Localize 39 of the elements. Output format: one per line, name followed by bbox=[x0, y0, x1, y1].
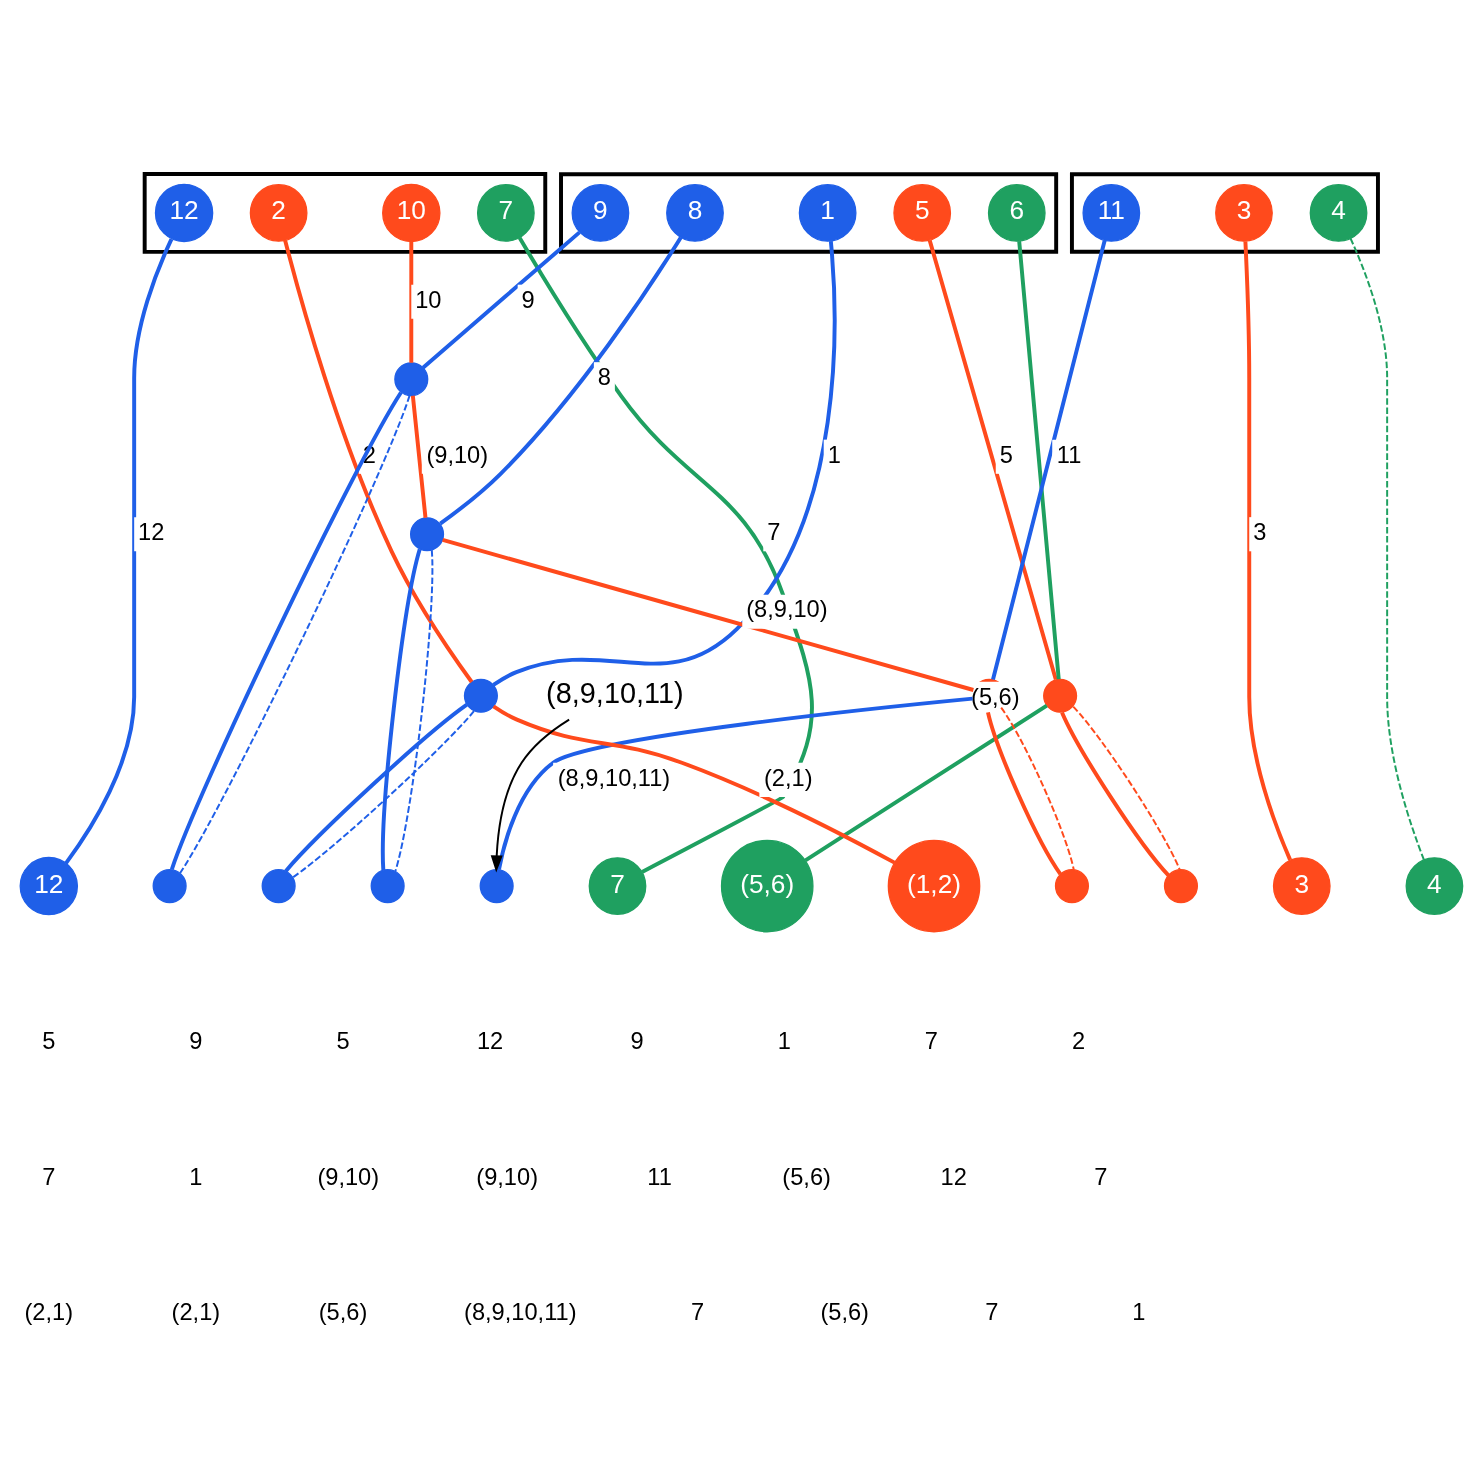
label: 5 bbox=[42, 1027, 56, 1054]
edge-label: 10 bbox=[415, 286, 442, 313]
label: (8,9,10,11) bbox=[464, 1298, 577, 1325]
edge-label: (8,9,10,11) bbox=[557, 764, 671, 791]
label: 1 bbox=[189, 1163, 203, 1190]
node-text: (8,9,10,11) bbox=[546, 676, 684, 709]
label: 7 bbox=[691, 1298, 705, 1325]
label: 12 bbox=[940, 1163, 967, 1190]
label: 9 bbox=[630, 1027, 644, 1054]
label: 11 bbox=[647, 1163, 672, 1190]
label: (9,10) bbox=[317, 1163, 380, 1190]
label: 12 bbox=[476, 1027, 504, 1054]
edge-label: 8 bbox=[597, 363, 611, 390]
edge-label: 3 bbox=[1253, 518, 1267, 545]
edge-label: 12 bbox=[138, 518, 165, 545]
edge-label: 9 bbox=[521, 286, 535, 313]
label: (5,6) bbox=[782, 1163, 831, 1190]
label: 1 bbox=[1132, 1298, 1146, 1325]
edge-label: (2,1) bbox=[763, 764, 813, 791]
label: 9 bbox=[189, 1027, 203, 1054]
label: 7 bbox=[42, 1163, 56, 1190]
label: 1 bbox=[777, 1027, 791, 1054]
edge-label: 5 bbox=[999, 441, 1013, 468]
label: (2,1) bbox=[171, 1298, 221, 1325]
label: (2,1) bbox=[24, 1298, 74, 1325]
label: 2 bbox=[1071, 1027, 1086, 1054]
label: (5,6) bbox=[820, 1298, 869, 1325]
label: (9,10) bbox=[476, 1163, 539, 1190]
edge-label: 1 bbox=[827, 441, 841, 468]
edge-label: (8,9,10) bbox=[746, 595, 828, 622]
edge-label: 7 bbox=[767, 518, 781, 545]
label: (5,6) bbox=[318, 1298, 368, 1325]
edge-label: (9,10) bbox=[426, 441, 489, 468]
label: 7 bbox=[924, 1027, 938, 1054]
edge-label: 11 bbox=[1056, 441, 1082, 468]
label: 7 bbox=[1094, 1163, 1108, 1190]
label: 7 bbox=[985, 1298, 999, 1325]
edge-label: (5,6) bbox=[971, 683, 1020, 710]
label: 5 bbox=[336, 1027, 350, 1054]
